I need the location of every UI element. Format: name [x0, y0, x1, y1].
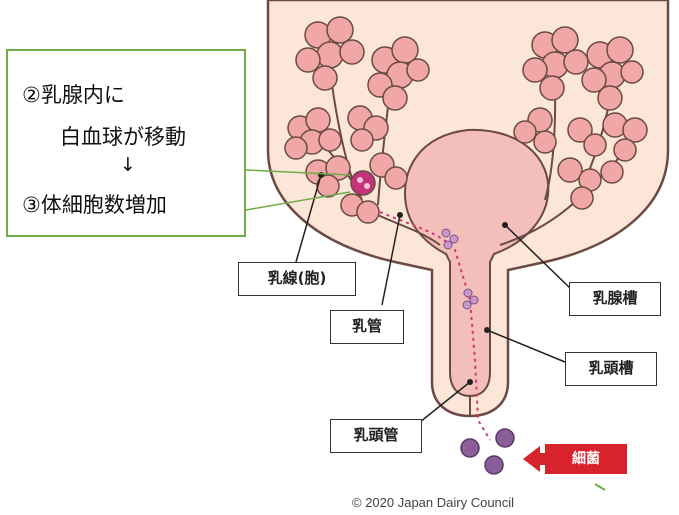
label-duct: 乳管 [330, 310, 404, 344]
label-bacteria: 細菌 [545, 444, 627, 474]
bacterium [461, 439, 479, 457]
label-alveoli: 乳線(胞) [238, 262, 356, 296]
bacterium [496, 429, 514, 447]
bacterium [485, 456, 503, 474]
callout-box: ②乳腺内に 白血球が移動 ↓ ③体細胞数増加 [6, 49, 246, 237]
callout-line-4: ③体細胞数増加 [22, 189, 167, 219]
label-gland-cistern: 乳腺槽 [569, 282, 661, 316]
label-teat-cistern: 乳頭槽 [565, 352, 657, 386]
corner-mark [595, 484, 605, 490]
callout-arrow: ↓ [120, 154, 136, 176]
leukocyte-cluster [351, 171, 375, 195]
label-teat-canal: 乳頭管 [330, 419, 422, 453]
callout-line-1: ②乳腺内に [22, 79, 125, 109]
callout-line-2: 白血球が移動 [60, 121, 186, 151]
copyright-text: © 2020 Japan Dairy Council [352, 495, 514, 510]
